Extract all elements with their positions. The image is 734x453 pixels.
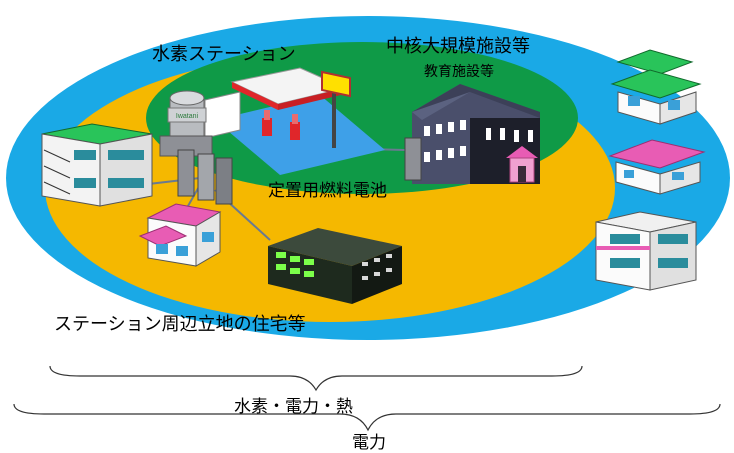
office-building	[268, 228, 402, 304]
house-green-top-right	[610, 49, 702, 125]
station-fuel-cells	[177, 149, 233, 205]
outer-supply-brace	[13, 403, 721, 432]
hydrogen-station-label: 水素ステーション	[152, 44, 296, 65]
house-pink-left	[138, 203, 222, 267]
tank-brand-label: Iwatani	[176, 113, 199, 120]
apartment-left	[41, 123, 153, 207]
dispenser	[290, 122, 300, 140]
fuel-cell-unit	[197, 153, 215, 201]
fuel-cell-unit	[215, 157, 233, 205]
station-sign	[321, 70, 351, 98]
inner-supply-label: 水素・電力・熱	[234, 397, 353, 417]
hydrogen-tank: Iwatani	[159, 90, 213, 157]
hydrogen-station-illustration: Iwatani	[159, 67, 385, 175]
dispenser	[262, 118, 272, 136]
stationary-fuel-cell-label: 定置用燃料電池	[268, 181, 387, 201]
large-facility-building	[404, 84, 540, 184]
outer-supply-label: 電力	[352, 433, 386, 453]
large-facility-label: 中核大規模施設等	[386, 36, 530, 57]
nearby-housing-label: ステーション周辺立地の住宅等	[54, 314, 306, 335]
inner-supply-brace	[49, 365, 583, 392]
station-building	[204, 91, 241, 139]
apartment-right	[595, 211, 697, 291]
fuel-cell-unit	[177, 149, 195, 197]
education-facility-label: 教育施設等	[424, 63, 494, 80]
facility-fuel-cell	[404, 137, 422, 181]
house-pink-right	[608, 139, 706, 195]
